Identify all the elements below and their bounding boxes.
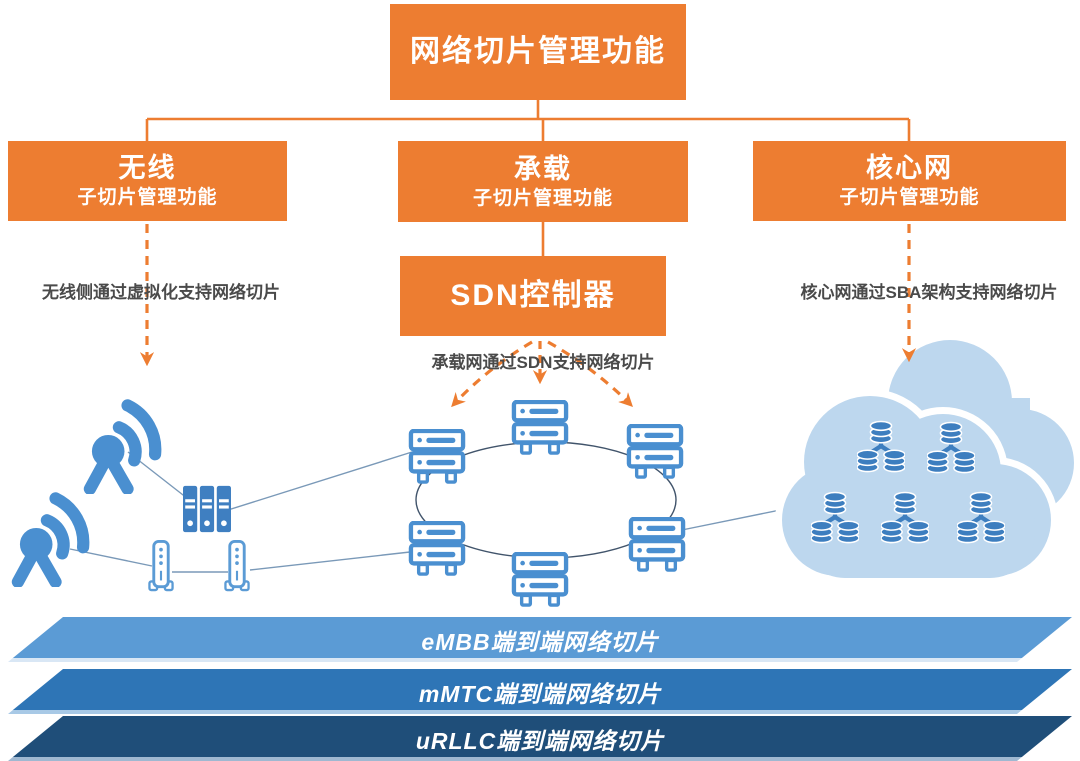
antenna-icon [90, 405, 155, 488]
server-icon [411, 431, 463, 482]
slice-bar-embb-label: eMBB端到端网络切片 [421, 628, 659, 655]
slice-bar-urllc: uRLLC端到端网络切片 [8, 716, 1072, 761]
server-icons [411, 402, 683, 605]
sdn-arrow-left [451, 340, 533, 408]
binder-rack-icon [183, 485, 231, 533]
server-icon [514, 554, 566, 605]
sdn-arrow-right [547, 340, 633, 407]
tower-server-icon [148, 540, 174, 592]
bearer-subslice-box: 承载 子切片管理功能 [398, 141, 688, 222]
cloud-icon [775, 340, 1074, 585]
bearer-subtitle: 子切片管理功能 [472, 187, 613, 209]
bearer-title: 承载 [514, 153, 572, 184]
sdn-controller-label: SDN控制器 [450, 279, 616, 313]
server-icon [411, 523, 463, 574]
sdn-controller-box: SDN控制器 [400, 256, 666, 336]
antenna-icon [18, 498, 83, 581]
bearer-note: 承载网通过SDN支持网络切片 [431, 353, 655, 372]
wireless-subslice-box: 无线 子切片管理功能 [8, 141, 287, 221]
tower-server-icon [224, 540, 250, 592]
core-title: 核心网 [866, 153, 953, 184]
slice-bar-urllc-label: uRLLC端到端网络切片 [415, 727, 665, 754]
server-icon [629, 426, 681, 477]
core-subslice-box: 核心网 子切片管理功能 [753, 141, 1066, 221]
core-subtitle: 子切片管理功能 [839, 187, 980, 208]
wireless-note: 无线侧通过虚拟化支持网络切片 [42, 283, 280, 302]
slice-bar-mmtc-label: mMTC端到端网络切片 [418, 680, 662, 707]
wireless-title: 无线 [118, 153, 177, 184]
server-icon [514, 402, 566, 453]
org-connector-lines [145, 100, 911, 256]
root-function-box: 网络切片管理功能 [390, 4, 686, 100]
root-function-label: 网络切片管理功能 [410, 35, 666, 69]
server-icon [631, 519, 683, 570]
core-note: 核心网通过SBA架构支持网络切片 [800, 283, 1058, 302]
slice-bar-mmtc: mMTC端到端网络切片 [8, 669, 1072, 714]
slice-bar-embb: eMBB端到端网络切片 [8, 617, 1072, 662]
dashed-arrows [139, 224, 917, 408]
wireless-subtitle: 子切片管理功能 [77, 187, 218, 208]
